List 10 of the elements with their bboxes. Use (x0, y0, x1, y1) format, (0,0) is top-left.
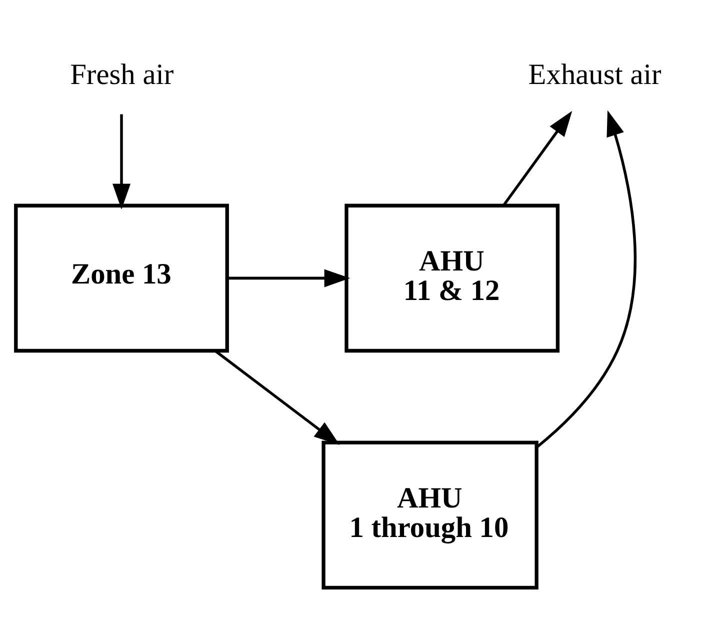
node-box: Zone 13 (14, 203, 229, 352)
arrow (536, 110, 637, 448)
arrow (214, 350, 340, 444)
arrow (227, 268, 350, 287)
arrow (112, 114, 131, 210)
node-box: AHU 1 through 10 (322, 440, 538, 589)
node-text: Exhaust air (528, 58, 662, 91)
node-box: AHU 11 & 12 (344, 203, 560, 352)
node-text: Fresh air (70, 58, 174, 91)
arrow (502, 110, 572, 206)
